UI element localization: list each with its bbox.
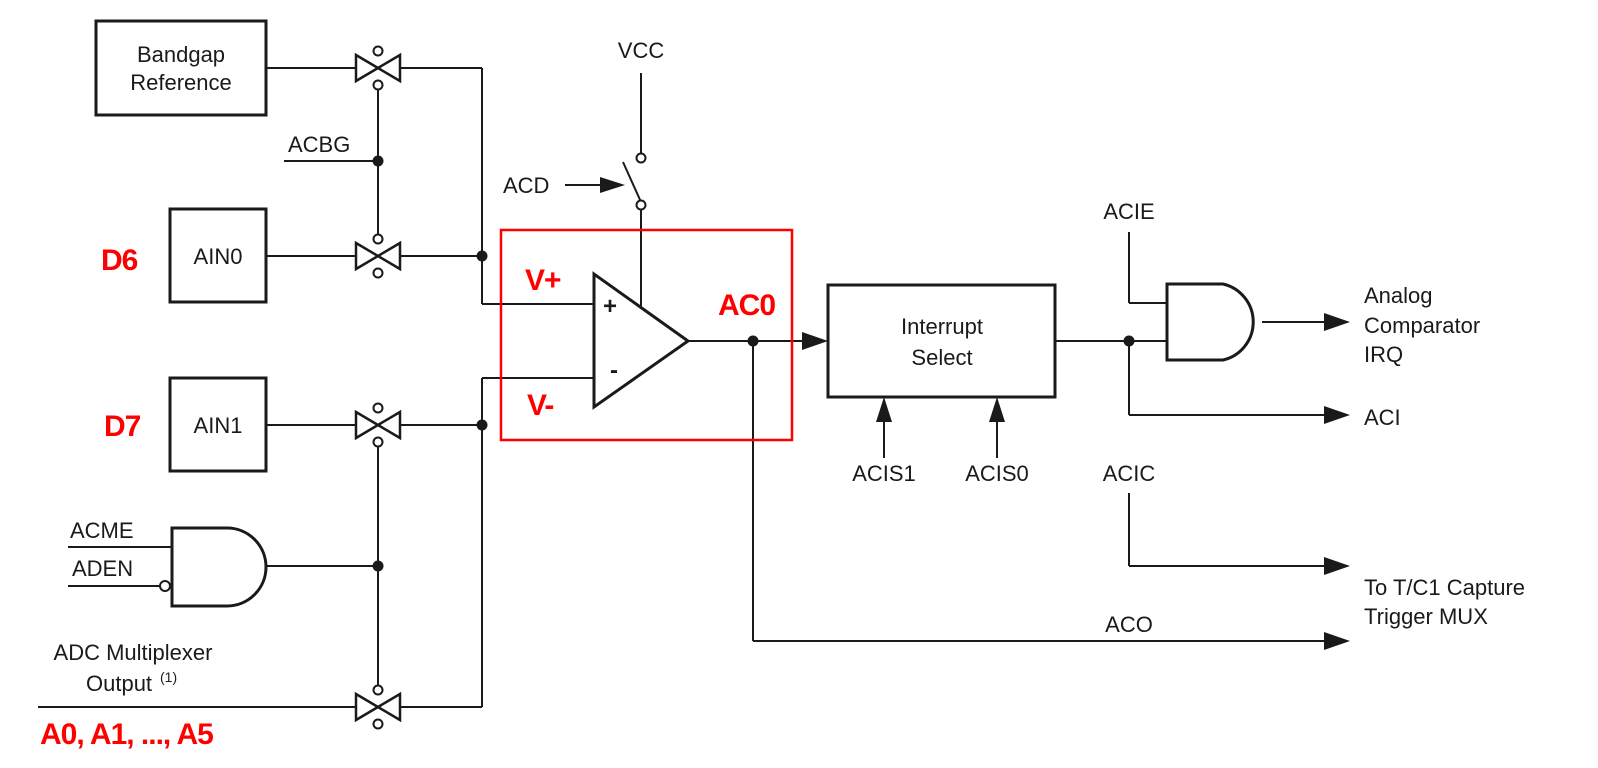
ain1-block [168,376,268,473]
capture-output-line2: Trigger MUX [1364,604,1488,629]
ain0-block [168,207,268,304]
aden-inverter-bubble [159,580,171,592]
arrowheads [600,177,1350,650]
irq-output-line2: Comparator [1364,313,1480,338]
adc-mux-footnote: (1) [160,669,177,685]
adc-mux-label-line2: Output [86,671,152,696]
transmission-gate-bandgap [354,45,402,91]
comparator-plus-sign: + [603,293,617,320]
acbg-label: ACBG [288,132,350,157]
d6-annotation: D6 [101,244,138,277]
interrupt-select-line1: Interrupt [901,314,983,339]
interrupt-select-block [826,283,1057,399]
acd-label: ACD [503,173,549,198]
aco-label: ACO [1105,612,1153,637]
analog-pins-annotation: A0, A1, ..., A5 [40,718,213,751]
ac0-annotation: AC0 [718,289,775,322]
junctions [372,155,1135,572]
comparator-minus-sign: - [610,357,618,384]
d7-annotation: D7 [104,410,141,443]
acie-label: ACIE [1103,199,1154,224]
interrupt-select-line2: Select [911,345,972,370]
transmission-gate-ain1 [354,402,402,448]
comparator-highlight-box [499,228,794,442]
acis1-label: ACIS1 [852,461,916,486]
irq-output-line1: Analog [1364,283,1433,308]
bandgap-reference-block [94,19,268,117]
bandgap-label-line1: Bandgap [137,42,225,67]
transmission-gate-ain0 [354,233,402,279]
ain1-label: AIN1 [194,413,243,438]
acis0-label: ACIS0 [965,461,1029,486]
vplus-annotation: V+ [525,264,561,297]
irq-output-line3: IRQ [1364,342,1403,367]
vminus-annotation: V- [527,389,553,422]
acic-label: ACIC [1103,461,1156,486]
vcc-label: VCC [618,38,665,63]
and-gate-irq [1165,282,1255,362]
capture-output-line1: To T/C1 Capture [1364,575,1525,600]
ain0-label: AIN0 [194,244,243,269]
aci-output-label: ACI [1364,405,1401,430]
transmission-gate-adc-mux [354,684,402,730]
aden-label: ADEN [72,556,133,581]
bandgap-label-line2: Reference [130,70,232,95]
comparator-symbol [592,271,691,410]
switch-contact-bottom [635,199,647,211]
acme-label: ACME [70,518,134,543]
switch-contact-top [635,152,647,164]
and-gate-acme-aden [170,526,268,608]
adc-mux-label-line1: ADC Multiplexer [54,640,213,665]
